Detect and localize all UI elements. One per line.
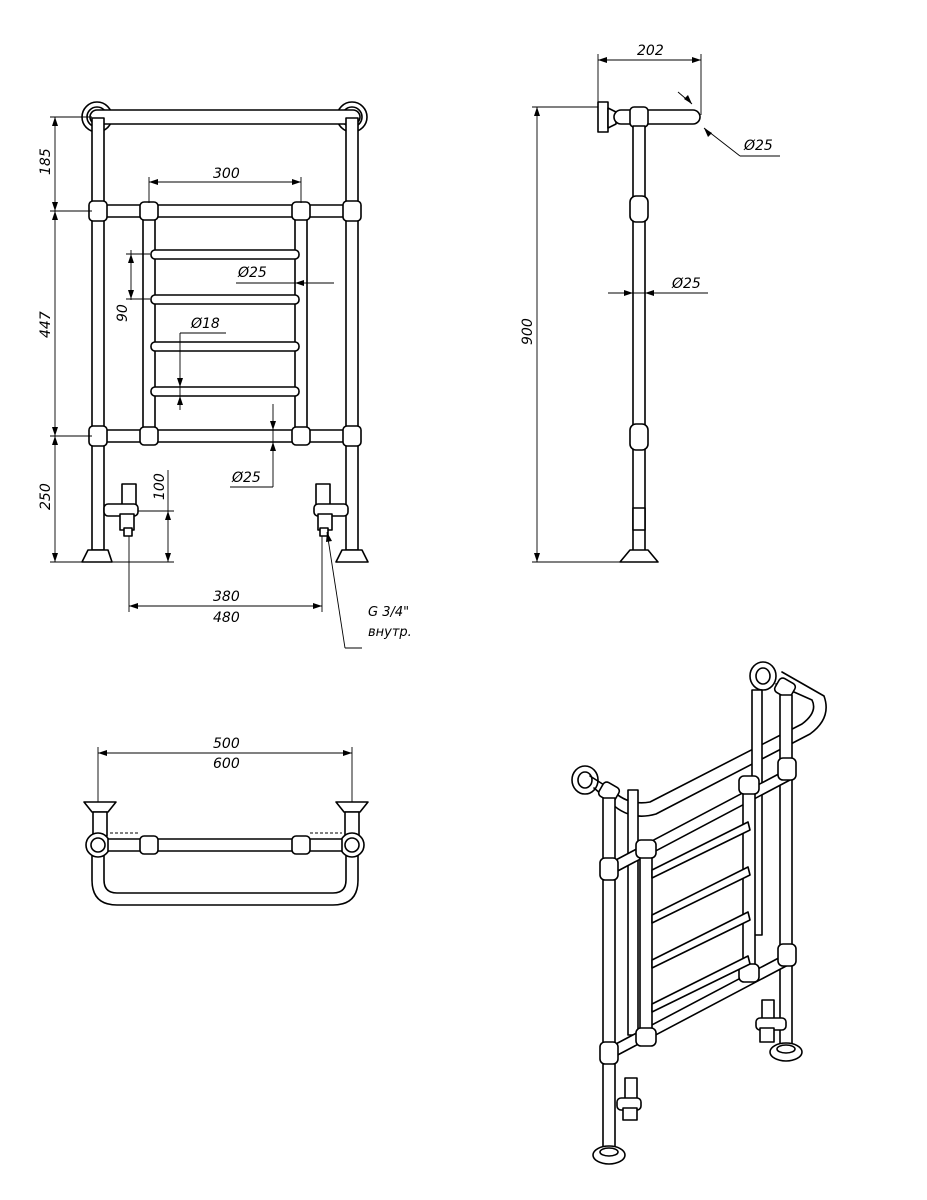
rung <box>150 249 300 260</box>
height-dimension-chain: 185 447 250 <box>38 116 92 563</box>
iso-back-right-leg <box>779 694 793 1051</box>
dia-25-top-label: Ø25 <box>743 138 773 154</box>
dim-500-label: 500 <box>213 736 240 752</box>
dim-500-600: 500 600 <box>97 736 353 802</box>
dim-202: 202 <box>597 43 702 115</box>
inner-right-post <box>294 211 308 439</box>
dia-25-bar-label: Ø25 <box>237 265 267 281</box>
top-u-rail <box>91 849 359 906</box>
dim-100: 100 <box>112 470 174 563</box>
rung <box>150 294 300 305</box>
dim-900: 900 <box>520 106 620 563</box>
top-view: 500 600 <box>83 736 369 906</box>
dim-250-label: 250 <box>38 483 54 510</box>
right-foot <box>335 549 369 563</box>
dim-300: 300 <box>148 166 302 203</box>
top-flange-left <box>83 801 117 813</box>
dia-18-label: Ø18 <box>190 316 220 332</box>
dia-25-top-callout: Ø25 <box>677 91 780 157</box>
side-view: 202 900 Ø25 Ø25 <box>520 43 780 563</box>
dia-25-bottom-label: Ø25 <box>231 470 261 486</box>
dim-480-label: 480 <box>213 610 240 626</box>
thread-size-label: G 3/4" <box>368 605 409 620</box>
left-valve <box>103 483 139 537</box>
iso-top-rail <box>589 683 815 804</box>
dim-380-label: 380 <box>213 589 240 605</box>
thread-callout: G 3/4" внутр. <box>326 531 412 649</box>
lower-crossbar <box>97 429 353 443</box>
dim-380-480: 380 480 <box>128 536 323 626</box>
dim-300-label: 300 <box>213 166 240 182</box>
front-view: 185 447 250 300 90 Ø25 <box>38 101 412 649</box>
iso-front-left-leg <box>602 797 616 1154</box>
inner-left-post <box>142 211 156 439</box>
dia-18-callout: Ø18 <box>177 316 226 410</box>
top-crossbar <box>107 838 343 852</box>
rung <box>150 386 300 397</box>
iso-rung <box>651 821 751 879</box>
right-leg <box>345 117 359 551</box>
side-foot <box>619 549 659 563</box>
thread-internal-label: внутр. <box>368 625 412 640</box>
dia-25-mid-callout: Ø25 <box>608 276 708 296</box>
left-foot <box>81 549 113 563</box>
iso-rung <box>651 955 751 1013</box>
dim-202-label: 202 <box>637 43 664 59</box>
top-flange-right <box>335 801 369 813</box>
side-column <box>632 125 646 553</box>
left-leg <box>91 117 105 551</box>
dia-25-bar-callout: Ø25 <box>236 265 334 286</box>
upper-crossbar <box>97 204 353 218</box>
dia-25-bottom-callout: Ø25 <box>230 404 276 488</box>
iso-valve-left <box>616 1077 642 1121</box>
iso-rung <box>651 866 751 924</box>
right-valve <box>313 483 349 537</box>
dim-90-label: 90 <box>115 304 131 322</box>
dim-900-label: 900 <box>520 318 536 345</box>
top-rail <box>89 109 361 125</box>
side-wall-flange <box>597 101 609 133</box>
side-top-arm <box>613 109 701 125</box>
dim-447-label: 447 <box>38 311 54 338</box>
iso-rung <box>651 911 751 969</box>
rung <box>150 341 300 352</box>
dim-185-label: 185 <box>38 148 54 175</box>
dia-25-mid-label: Ø25 <box>671 276 701 292</box>
isometric-view <box>571 661 827 1165</box>
dim-600-label: 600 <box>213 756 240 772</box>
dim-90: 90 <box>115 250 150 322</box>
iso-valve-right <box>755 999 787 1043</box>
dim-100-label: 100 <box>152 473 168 500</box>
